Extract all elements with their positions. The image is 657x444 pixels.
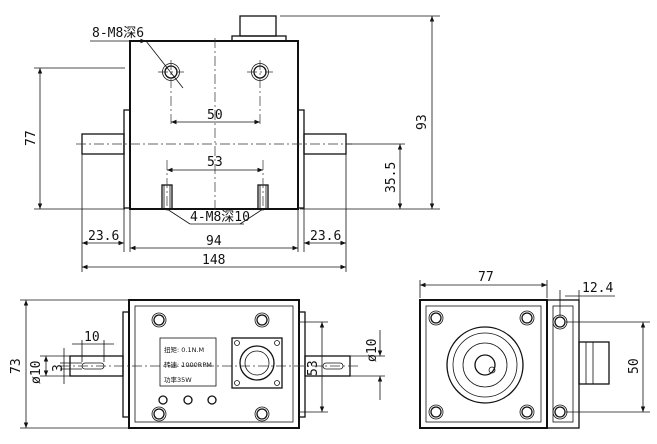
dim-height-93: 93: [415, 114, 430, 130]
nameplate-speed: 转速: 1000RPM: [164, 360, 212, 369]
dim-height-77: 77: [24, 130, 39, 146]
dim-body-width: 94: [206, 234, 222, 249]
front-view: 8-M8深6 50 53 4-M8深10 77 93 35.5: [24, 15, 440, 272]
top-connector: [239, 15, 277, 37]
connector-flange: [231, 337, 283, 389]
dim-hole-spacing-bottom: 53: [207, 155, 223, 170]
dim-hole-spacing-top: 50: [207, 108, 223, 123]
dim-shaft-dia-left: ø10: [29, 361, 44, 384]
front-body: [129, 40, 299, 210]
dim-side-50: 50: [627, 358, 642, 374]
dim-center-height: 35.5: [384, 162, 399, 193]
side-connector: [578, 341, 610, 385]
top-view: 扭矩: 0.1N.M 转速: 1000RPM 功率35W 73 ø10 3 10: [9, 299, 385, 429]
side-view: 77 12.4 50: [419, 270, 650, 429]
dim-key-width: 3: [51, 364, 66, 372]
dim-side-width: 77: [478, 270, 494, 285]
dim-side-12-4: 12.4: [582, 281, 613, 296]
dim-key-length: 10: [84, 330, 100, 345]
left-flange: [123, 109, 131, 209]
dim-height-73: 73: [9, 358, 24, 374]
nameplate-power: 功率35W: [164, 375, 192, 384]
dim-shaft-dia-right: ø10: [365, 339, 380, 362]
top-view-inner-frame: [134, 305, 294, 423]
callout-bottom-holes: 4-M8深10: [190, 210, 250, 225]
dim-shaft-left: 23.6: [88, 229, 119, 244]
callout-top-holes: 8-M8深6: [92, 26, 144, 41]
dim-53-top-view: 53: [306, 360, 321, 376]
nameplate-torque: 扭矩: 0.1N.M: [164, 345, 204, 354]
right-flange: [297, 109, 305, 209]
dim-shaft-right: 23.6: [310, 229, 341, 244]
dim-total-length: 148: [202, 253, 225, 268]
side-shaft-end: [474, 354, 496, 376]
side-bearing-outer: [446, 326, 524, 404]
nameplate: [159, 337, 217, 387]
connector-socket: [239, 345, 275, 381]
